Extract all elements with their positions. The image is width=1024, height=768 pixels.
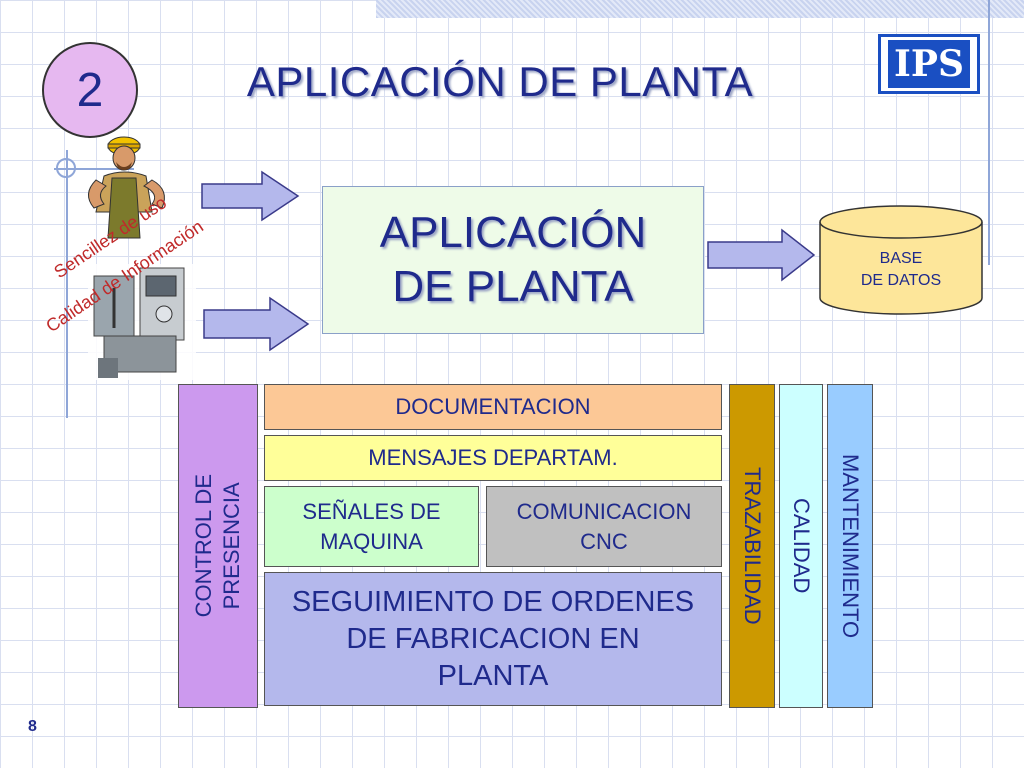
senales-maquina-module: SEÑALES DE MAQUINA (264, 486, 479, 567)
application-box-line1: APLICACIÓN (379, 208, 647, 257)
seguimiento-line1: SEGUIMIENTO DE ORDENES (291, 585, 695, 618)
senales-line1: SEÑALES DE (302, 498, 441, 524)
comunicacion-line2: CNC (580, 528, 628, 554)
database-label-line1: BASE (879, 250, 923, 267)
mantenimiento-module: MANTENIMIENTO (827, 384, 873, 708)
control-presencia-line2: PRESENCIA (219, 482, 244, 610)
slide-number-badge: 2 (42, 42, 138, 138)
comunicacion-cnc-module: COMUNICACION CNC (486, 486, 722, 567)
machine-illustration (88, 264, 196, 380)
seguimiento-line3: PLANTA (437, 659, 549, 692)
ips-logo: IPS (878, 34, 980, 94)
input-arrow-top (201, 170, 300, 222)
database-label-line2: DE DATOS (860, 272, 942, 289)
left-decorative-hline (54, 168, 134, 170)
mantenimiento-text: MANTENIMIENTO (838, 453, 863, 639)
calidad-text: CALIDAD (789, 498, 814, 594)
mensajes-module: MENSAJES DEPARTAM. (264, 435, 722, 481)
application-box: APLICACIÓN DE PLANTA (322, 186, 704, 334)
crosshair-circle-icon (56, 158, 76, 178)
left-decorative-line (66, 150, 68, 418)
top-decorative-band (376, 0, 1024, 18)
control-presencia-line1: CONTROL DE (191, 474, 216, 618)
seguimiento-line2: DE FABRICACION EN (346, 622, 640, 655)
ips-logo-text: IPS (888, 40, 970, 88)
comunicacion-line1: COMUNICACION (516, 498, 692, 524)
slide-title: APLICACIÓN DE PLANTA (246, 58, 754, 105)
output-arrow (707, 228, 816, 282)
senales-line2: MAQUINA (320, 528, 423, 554)
trazabilidad-module: TRAZABILIDAD (729, 384, 775, 708)
trazabilidad-text: TRAZABILIDAD (740, 467, 765, 625)
seguimiento-ordenes-module: SEGUIMIENTO DE ORDENES DE FABRICACION EN… (264, 572, 722, 706)
application-box-line2: DE PLANTA (392, 262, 634, 311)
database-cylinder (819, 205, 983, 315)
worker-illustration (88, 136, 165, 239)
database-label: BASE DE DATOS (818, 248, 984, 292)
control-presencia-module: CONTROL DE PRESENCIA (178, 384, 258, 708)
right-decorative-line (988, 0, 990, 265)
documentacion-module: DOCUMENTACION (264, 384, 722, 430)
control-presencia-text: CONTROL DE PRESENCIA (190, 474, 246, 617)
calidad-module: CALIDAD (779, 384, 823, 708)
input-arrow-bottom (203, 296, 310, 352)
page-number: 8 (28, 718, 37, 735)
